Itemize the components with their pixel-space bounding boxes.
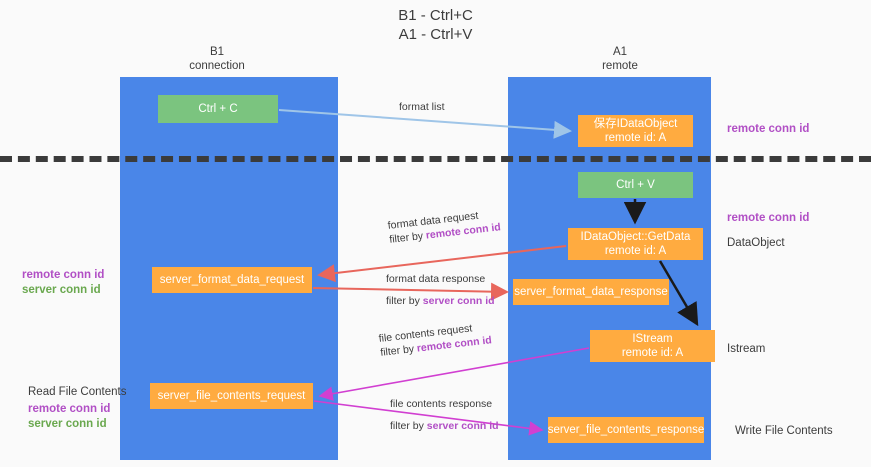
node-server-format-data-request[interactable]: server_format_data_request	[152, 267, 312, 293]
annotation-write-file-contents: Write File Contents	[735, 425, 833, 437]
column-header-b1: B1 connection	[152, 45, 282, 73]
annotation-left-server-conn-id-mid: server conn id	[22, 284, 101, 296]
edge-format-list	[278, 109, 572, 139]
node-istream[interactable]: IStream remote id: A	[590, 330, 715, 362]
column-header-a1-role: remote	[602, 60, 638, 72]
edge-label-file-contents-response-text: file contents response	[390, 398, 493, 410]
edge-label-format-data-response-text: format data response	[386, 273, 486, 285]
node-server-format-data-response[interactable]: server_format_data_response	[513, 279, 669, 305]
annotation-left-conn-ids-mid: remote conn id server conn id	[22, 268, 104, 298]
node-istream-line2: remote id: A	[621, 347, 684, 359]
node-ctrl-c-label: Ctrl + C	[198, 103, 238, 115]
node-server-file-contents-response[interactable]: server_file_contents_response	[548, 417, 704, 443]
column-header-a1: A1 remote	[555, 45, 685, 73]
filter-prefix: filter by	[386, 295, 423, 307]
node-save-idataobject-line2: remote id: A	[604, 132, 667, 144]
edge-getdata-to-istream	[658, 260, 699, 327]
diagram-title-line-2: A1 - Ctrl+V	[398, 26, 473, 43]
edge-label-format-data-response-filter: filter by server conn id	[386, 294, 495, 308]
node-idataobject-getdata-line1: IDataObject::GetData	[580, 231, 691, 243]
edge-file-contents-response	[313, 400, 544, 436]
node-idataobject-getdata-line2: remote id: A	[604, 245, 667, 257]
annotation-read-file-contents: Read File Contents	[28, 386, 127, 398]
phase-divider	[0, 156, 871, 162]
annotation-left-conn-ids-bottom: remote conn id server conn id	[28, 402, 110, 432]
filter-key-server-conn-id: server conn id	[422, 295, 495, 307]
column-header-a1-name: A1	[612, 46, 628, 58]
annotation-dataobject: DataObject	[727, 237, 785, 249]
filter-prefix: filter by	[390, 420, 427, 432]
node-save-idataobject-line1: 保存IDataObject	[593, 118, 678, 130]
edge-file-contents-request	[318, 347, 590, 401]
node-ctrl-v[interactable]: Ctrl + V	[578, 172, 693, 198]
annotation-remote-conn-id-mid: remote conn id	[727, 212, 810, 224]
edge-label-format-list-text: format list	[399, 101, 445, 113]
node-server-file-contents-request[interactable]: server_file_contents_request	[150, 383, 313, 409]
annotation-left-remote-conn-id-mid: remote conn id	[22, 269, 105, 281]
node-server-file-contents-response-label: server_file_contents_response	[547, 424, 705, 436]
node-save-idataobject[interactable]: 保存IDataObject remote id: A	[578, 115, 693, 147]
node-istream-line1: IStream	[632, 333, 673, 345]
node-server-format-data-response-label: server_format_data_response	[514, 286, 668, 298]
node-server-format-data-request-label: server_format_data_request	[159, 274, 305, 286]
annotation-left-remote-conn-id-bottom: remote conn id	[28, 403, 111, 415]
column-header-b1-name: B1	[209, 46, 225, 58]
edge-label-file-contents-response: file contents response filter by server …	[390, 397, 499, 433]
filter-key-server-conn-id: server conn id	[426, 420, 499, 432]
annotation-left-server-conn-id-bottom: server conn id	[28, 418, 107, 430]
annotation-istream: Istream	[727, 343, 766, 355]
edge-label-format-data-response: format data response filter by server co…	[386, 272, 495, 308]
node-server-file-contents-request-label: server_file_contents_request	[157, 390, 306, 402]
edge-label-format-list: format list	[399, 100, 445, 114]
annotation-remote-conn-id-top: remote conn id	[727, 123, 810, 135]
diagram-title: B1 - Ctrl+C A1 - Ctrl+V	[0, 6, 871, 44]
node-ctrl-c[interactable]: Ctrl + C	[158, 95, 278, 123]
edge-format-data-request	[317, 245, 567, 283]
edge-format-data-response	[312, 282, 509, 301]
column-header-b1-role: connection	[189, 60, 245, 72]
edge-label-file-contents-response-filter: filter by server conn id	[390, 419, 499, 433]
node-idataobject-getdata[interactable]: IDataObject::GetData remote id: A	[568, 228, 703, 260]
diagram-title-line-1: B1 - Ctrl+C	[398, 7, 473, 24]
node-ctrl-v-label: Ctrl + V	[616, 179, 655, 191]
